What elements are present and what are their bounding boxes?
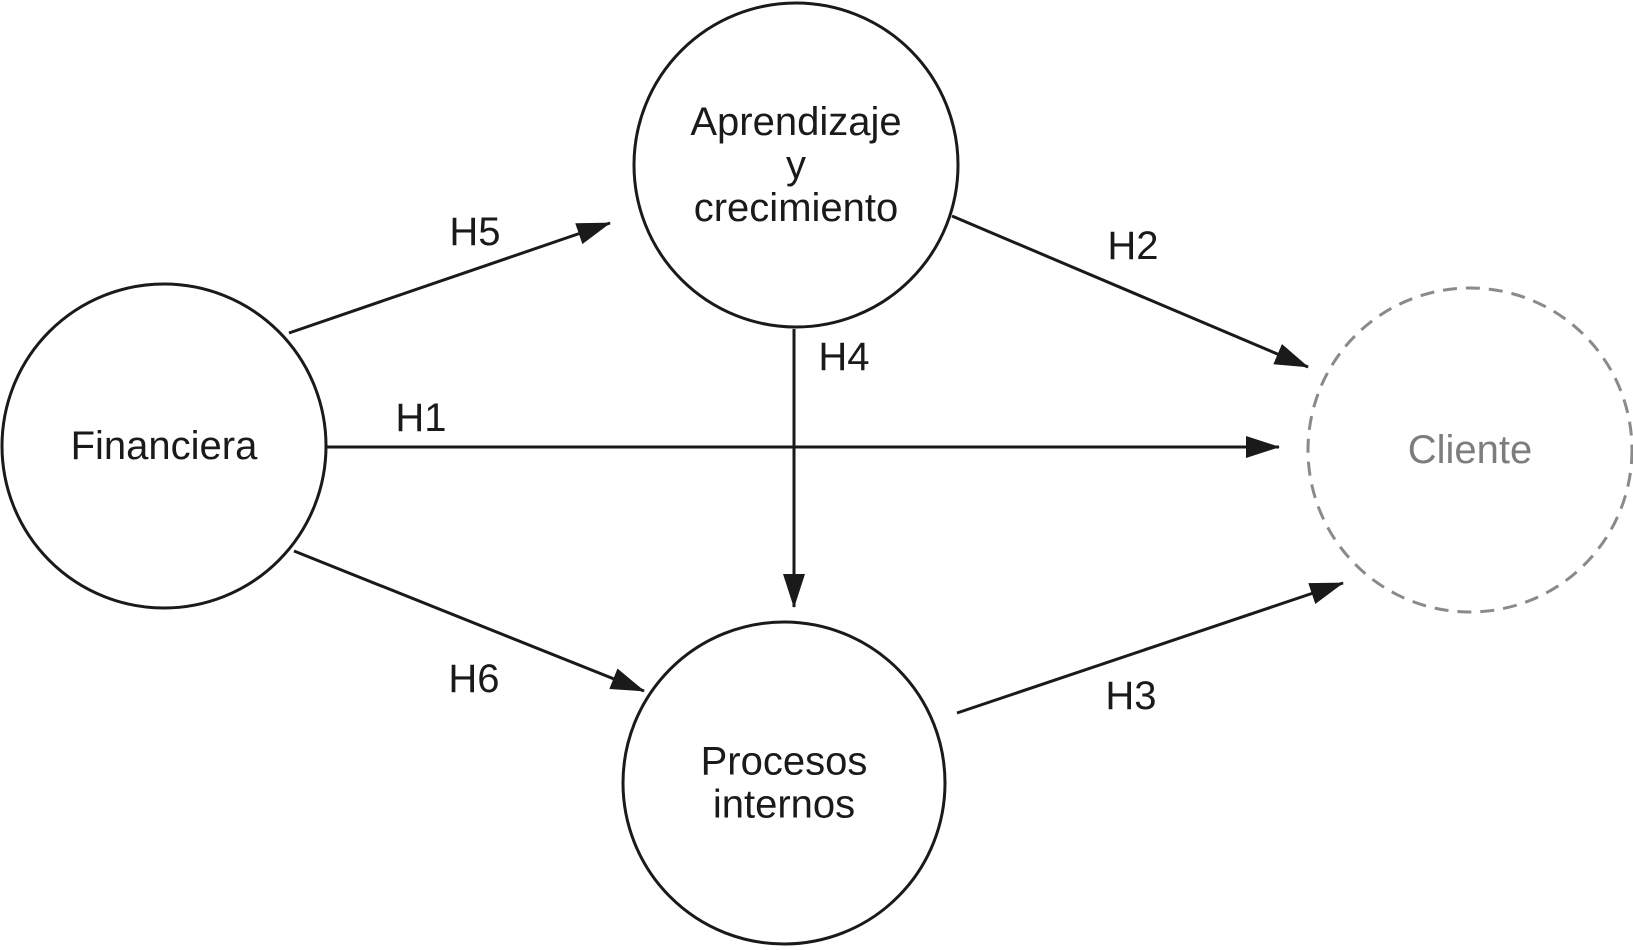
edge-arrow-h2: [951, 214, 1309, 369]
edge-label-h4: H4: [818, 335, 869, 379]
node-circle-financiera: [0, 282, 328, 610]
node-financiera: Financiera: [0, 282, 328, 610]
edge-label-h2: H2: [1107, 224, 1158, 268]
edge-label-h5: H5: [449, 210, 500, 254]
node-circle-aprendizaje: [632, 1, 960, 329]
node-circle-cliente: [1306, 286, 1633, 614]
edge-label-h3: H3: [1105, 674, 1156, 718]
node-label-cliente: Cliente: [1408, 428, 1533, 472]
node-label-financiera: Financiera: [71, 424, 259, 468]
edge-label-h1: H1: [395, 396, 446, 440]
edge-label-h6: H6: [448, 657, 499, 701]
node-cliente: Cliente: [1306, 286, 1633, 614]
edge-arrow-h6: [293, 549, 645, 693]
edge-arrow-h3: [956, 581, 1344, 715]
edge-arrow-h5: [288, 221, 611, 335]
node-circle-procesos: [621, 620, 947, 946]
